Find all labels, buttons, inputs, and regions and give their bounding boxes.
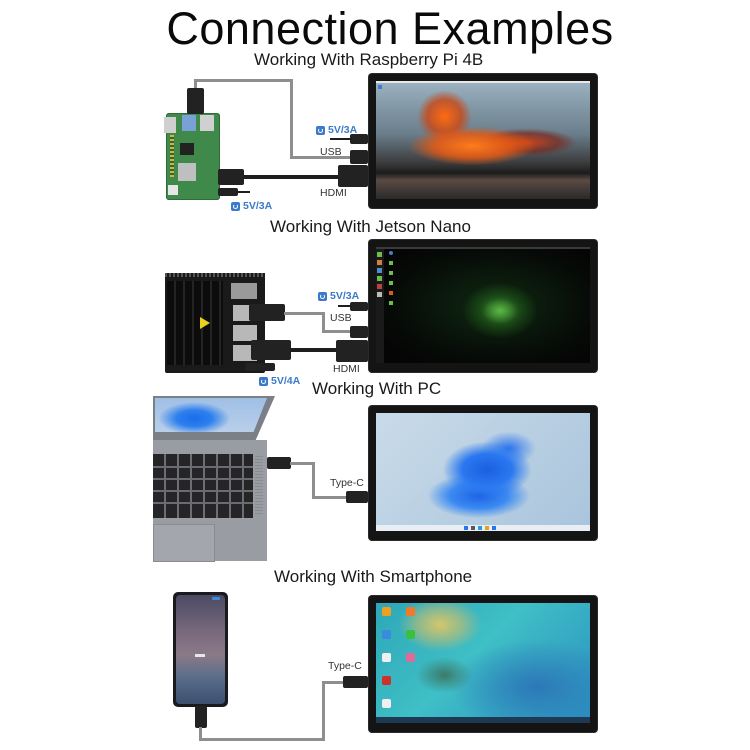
type-c-label: Type-C: [328, 660, 362, 672]
monitor-screen-sunset: [376, 81, 590, 199]
section-heading-raspberry-pi: Working With Raspberry Pi 4B: [254, 50, 484, 69]
section-heading-smartphone: Working With Smartphone: [274, 567, 473, 586]
usb-label: USB: [330, 312, 352, 324]
power-icon: [259, 376, 268, 386]
power-icon: [318, 291, 327, 301]
monitor-screen-nvidia: [376, 247, 590, 363]
monitor-screen-windows11: [376, 413, 590, 531]
portable-monitor: [369, 240, 597, 372]
hdmi-plug-icon: [338, 165, 368, 187]
portable-monitor: [369, 406, 597, 540]
smartphone: [173, 592, 228, 707]
jetson-nano-board: [165, 273, 265, 373]
page-title: Connection Examples: [166, 3, 614, 54]
power-label-device: 5V/4A: [259, 375, 300, 387]
monitor-screen-android-desktop: [376, 603, 590, 723]
power-label-device: 5V/3A: [231, 200, 272, 212]
power-label-monitor: 5V/3A: [318, 290, 359, 302]
laptop: [153, 396, 275, 562]
power-icon: [316, 125, 325, 135]
hdmi-label: HDMI: [333, 363, 360, 375]
usb-plug-icon: [187, 88, 204, 114]
portable-monitor: [369, 596, 597, 732]
section-heading-jetson-nano: Working With Jetson Nano: [270, 217, 471, 236]
raspberry-pi-board: [164, 113, 220, 200]
hdmi-label: HDMI: [320, 187, 347, 199]
power-label-monitor: 5V/3A: [316, 124, 357, 136]
type-c-label: Type-C: [330, 477, 364, 489]
portable-monitor: [369, 74, 597, 208]
power-icon: [231, 201, 240, 211]
usb-label: USB: [320, 146, 342, 158]
section-heading-pc: Working With PC: [312, 379, 442, 398]
